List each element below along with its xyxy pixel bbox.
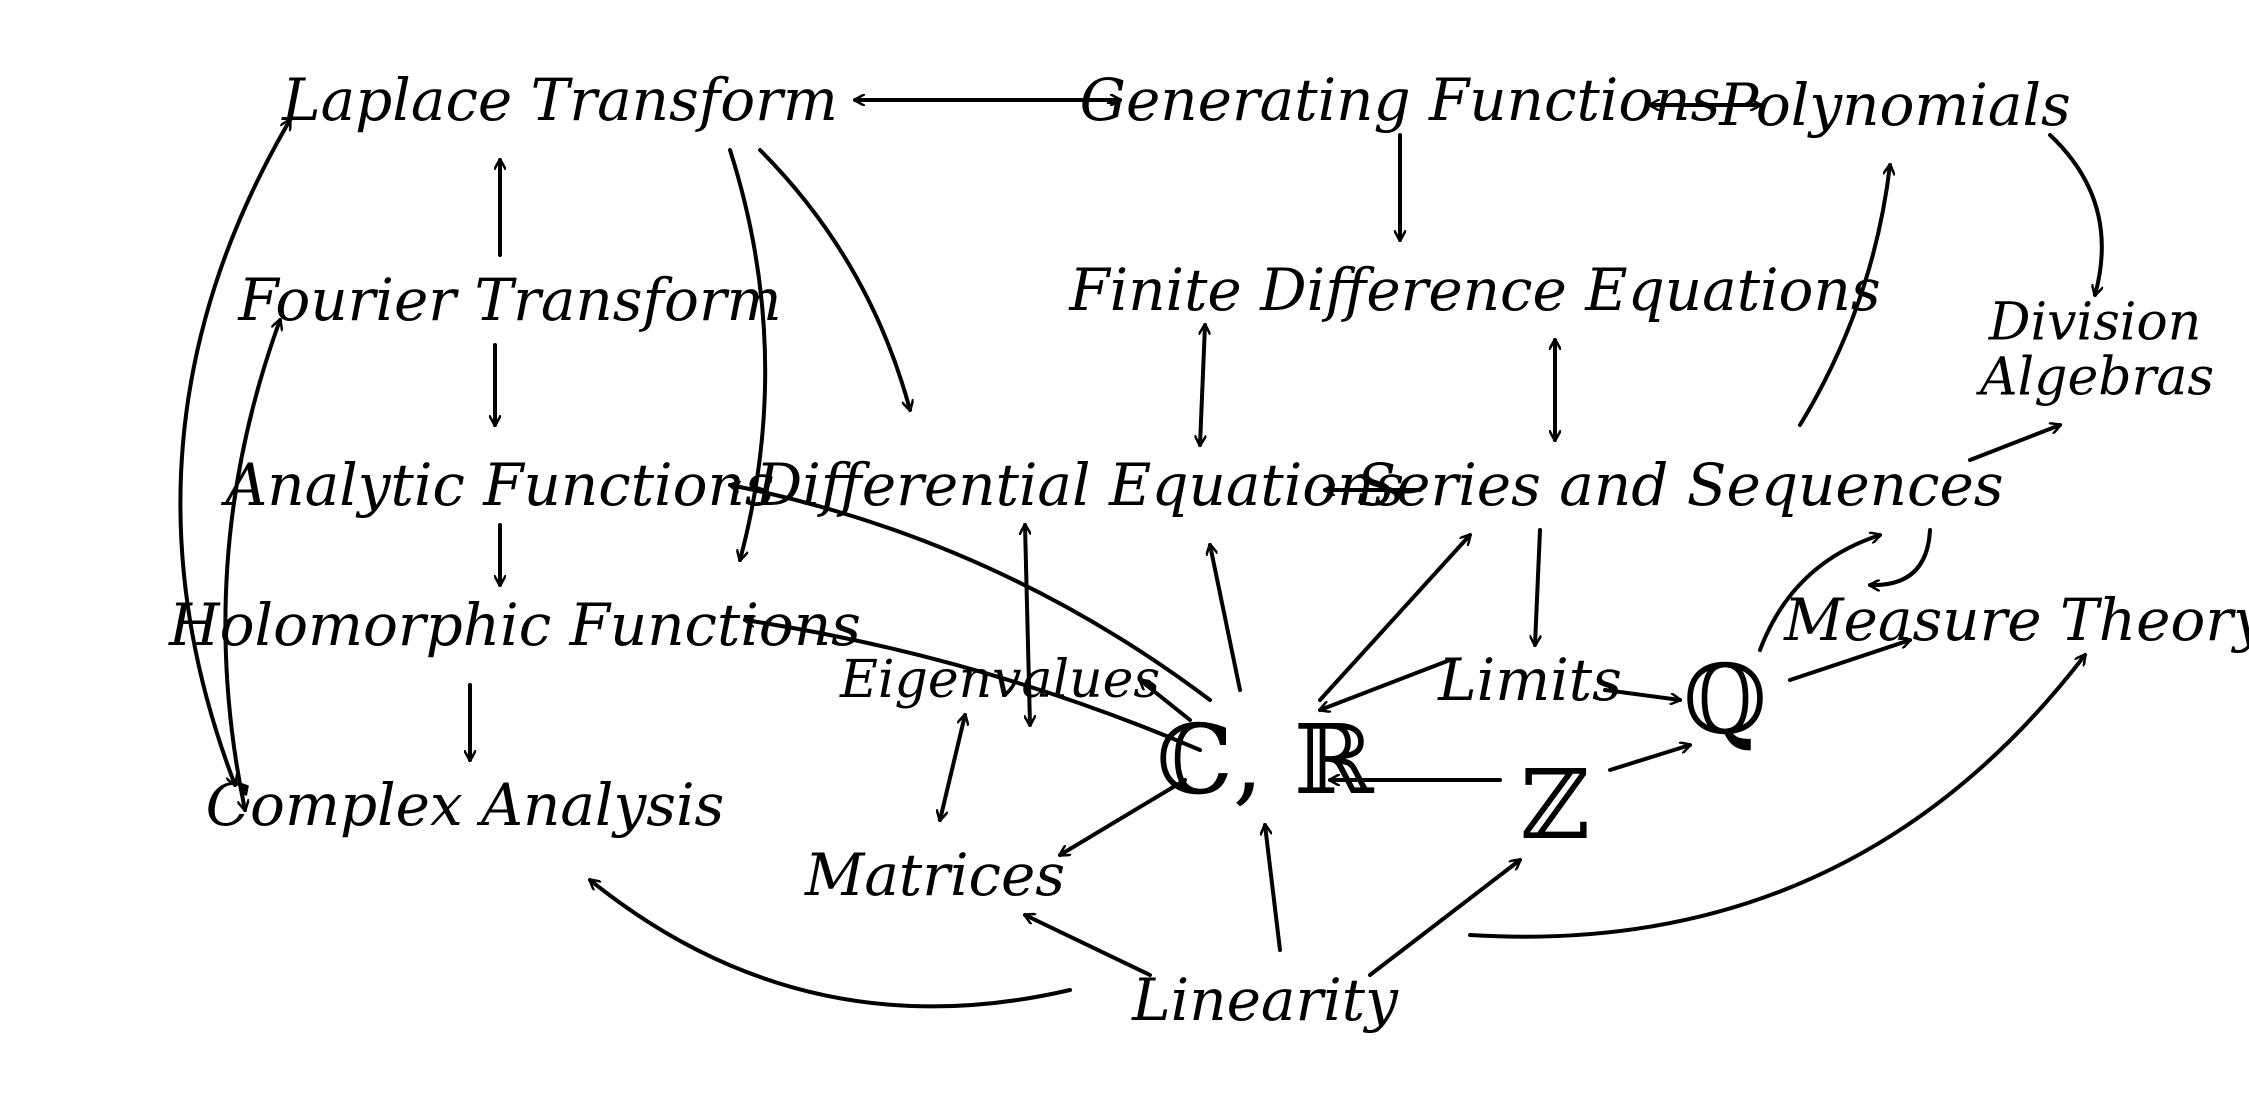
edge-diffeq-to-eigen xyxy=(1025,525,1030,725)
edge-linearity-to-matrices xyxy=(1025,915,1152,977)
node-analytic-functions: Analytic Functions xyxy=(225,451,775,519)
node-measure-theory: Measure Theory xyxy=(1784,586,2249,654)
node-laplace-transform: Laplace Transform xyxy=(282,66,838,134)
edge-limits-to-q xyxy=(1603,688,1680,700)
node-matrices: Matrices xyxy=(804,841,1066,909)
node-series-and-sequences: Series and Sequences xyxy=(1356,451,2004,519)
edge-linearity-to-cr xyxy=(1265,825,1282,952)
edge-laplace-to-holo xyxy=(728,148,768,560)
edge-poly-to-division xyxy=(2048,133,2104,295)
node-fourier-transform: Fourier Transform xyxy=(238,266,782,334)
edge-z-to-q xyxy=(1608,745,1690,772)
node-holomorphic-functions: Holomorphic Functions xyxy=(169,591,861,659)
edge-cr-to-matrices xyxy=(1060,778,1187,857)
edge-linearity-to-complex xyxy=(590,880,1072,1009)
node-integers: ℤ xyxy=(1519,749,1591,861)
node-linearity: Linearity xyxy=(1132,966,1398,1034)
node-differential-equations: Differential Equations xyxy=(755,451,1405,519)
edge-cr-to-analytic xyxy=(730,485,1212,702)
edge-linearity-to-measure xyxy=(1468,655,2085,939)
edge-series-to-measure xyxy=(1870,528,1932,585)
edge-series-to-limits xyxy=(1535,528,1542,645)
node-polynomials: Polynomials xyxy=(1719,71,2071,139)
edge-cr-to-eigen xyxy=(1140,680,1192,722)
edge-series-to-division xyxy=(1968,425,2060,462)
node-rational-numbers: ℚ xyxy=(1683,644,1767,756)
node-division-algebras: Division Algebras xyxy=(1980,292,2215,407)
edge-laplace-to-diffeq xyxy=(758,148,910,410)
edge-series-to-poly xyxy=(1798,165,1890,427)
edge-linearity-to-z xyxy=(1368,860,1520,977)
node-generating-functions: Generating Functions xyxy=(1079,66,1721,134)
edge-diffeq-to-finitediff xyxy=(1200,325,1205,445)
node-finite-difference-equations: Finite Difference Equations xyxy=(1069,256,1881,324)
edge-q-to-series xyxy=(1758,535,1880,652)
edge-complex-to-laplace xyxy=(178,120,292,785)
edge-cr-to-holo xyxy=(745,620,1202,752)
node-complex-real-numbers: ℂ, ℝ xyxy=(1156,704,1374,816)
edge-q-to-measure xyxy=(1788,640,1910,682)
edge-cr-to-series xyxy=(1318,535,1470,702)
edge-limits-to-cr xyxy=(1320,658,1452,710)
edge-cr-to-diffeq xyxy=(1210,545,1242,692)
node-eigenvalues: Eigenvalues xyxy=(839,650,1161,710)
edge-eigen-to-matrices xyxy=(940,715,965,820)
node-limits: Limits xyxy=(1438,646,1622,714)
edge-complex-to-fourier xyxy=(223,320,280,810)
node-complex-analysis: Complex Analysis xyxy=(205,771,725,839)
